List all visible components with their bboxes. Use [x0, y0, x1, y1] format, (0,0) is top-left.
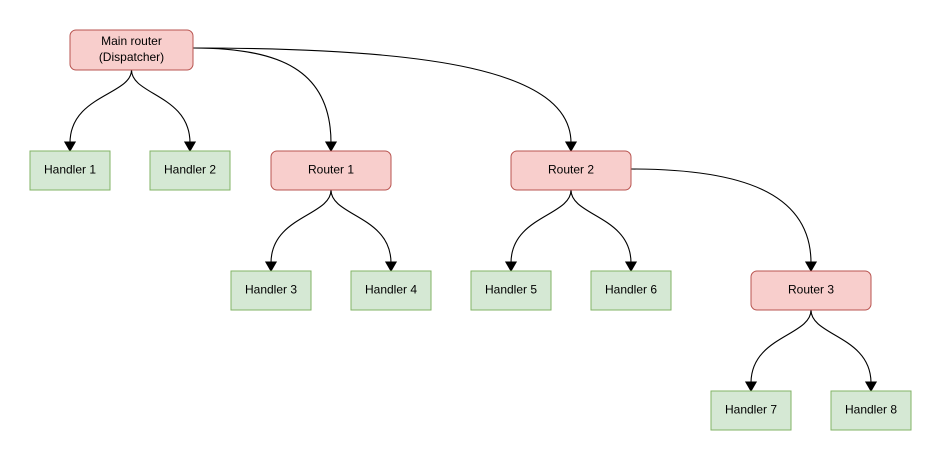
- edge-e-r1-h3[interactable]: [264, 189, 332, 272]
- edge-e-r1-h4[interactable]: [330, 189, 398, 272]
- edge-arrowhead-icon: [384, 261, 398, 272]
- edge-arrowhead-icon: [183, 141, 197, 152]
- node-label: Handler 5: [485, 283, 537, 297]
- node-handler-1[interactable]: Handler 1: [29, 150, 111, 191]
- edge-line: [750, 309, 812, 384]
- node-handler-6[interactable]: Handler 6: [590, 270, 672, 311]
- node-shape: [470, 270, 552, 311]
- node-shape: [29, 150, 111, 191]
- node-handler-3[interactable]: Handler 3: [230, 270, 312, 311]
- edge-e-r3-h8[interactable]: [810, 309, 878, 392]
- node-shape: [710, 390, 792, 431]
- edge-e-main-r2[interactable]: [192, 47, 578, 152]
- node-label: Handler 8: [845, 403, 897, 417]
- edge-arrowhead-icon: [624, 261, 638, 272]
- node-label: Router 3: [788, 283, 834, 297]
- edge-e-main-h1[interactable]: [63, 69, 133, 152]
- node-router-1[interactable]: Router 1: [270, 150, 392, 191]
- edge-line: [510, 189, 572, 264]
- node-label-line1: Main router: [101, 34, 162, 48]
- node-label: Handler 7: [725, 403, 777, 417]
- edge-line: [192, 47, 332, 144]
- edge-e-main-h2[interactable]: [130, 69, 197, 152]
- edge-e-r2-r3[interactable]: [630, 168, 818, 272]
- edge-line: [130, 69, 191, 144]
- nodes-layer: Main router (Dispatcher) Handler 1 Handler …: [29, 29, 912, 431]
- edge-e-r2-h6[interactable]: [570, 189, 638, 272]
- node-label: Handler 1: [44, 163, 96, 177]
- edge-e-r3-h7[interactable]: [744, 309, 812, 392]
- node-main-router[interactable]: Main router (Dispatcher): [69, 29, 194, 71]
- node-label: Handler 3: [245, 283, 297, 297]
- node-handler-5[interactable]: Handler 5: [470, 270, 552, 311]
- edge-line: [69, 69, 133, 144]
- node-label: Router 2: [548, 163, 594, 177]
- node-shape: [69, 29, 194, 71]
- node-shape: [750, 270, 872, 311]
- node-shape: [149, 150, 231, 191]
- node-router-2[interactable]: Router 2: [510, 150, 632, 191]
- edge-arrowhead-icon: [504, 261, 518, 272]
- node-label-line2: (Dispatcher): [99, 50, 164, 64]
- edge-line: [810, 309, 872, 384]
- edge-line: [192, 47, 572, 144]
- node-label: Handler 2: [164, 163, 216, 177]
- edge-arrowhead-icon: [564, 141, 578, 152]
- node-shape: [510, 150, 632, 191]
- edge-e-r2-h5[interactable]: [504, 189, 572, 272]
- edges-layer: [63, 47, 878, 392]
- node-shape: [230, 270, 312, 311]
- edge-arrowhead-icon: [804, 261, 818, 272]
- edge-arrowhead-icon: [324, 141, 338, 152]
- edge-line: [570, 189, 632, 264]
- node-shape: [270, 150, 392, 191]
- node-handler-2[interactable]: Handler 2: [149, 150, 231, 191]
- edge-line: [330, 189, 392, 264]
- node-handler-7[interactable]: Handler 7: [710, 390, 792, 431]
- edge-arrowhead-icon: [744, 381, 758, 392]
- edge-arrowhead-icon: [63, 141, 77, 152]
- node-label: Handler 4: [365, 283, 417, 297]
- node-router-3[interactable]: Router 3: [750, 270, 872, 311]
- node-shape: [350, 270, 432, 311]
- edge-line: [630, 168, 812, 264]
- edge-arrowhead-icon: [864, 381, 878, 392]
- node-shape: [830, 390, 912, 431]
- edge-line: [270, 189, 332, 264]
- node-handler-4[interactable]: Handler 4: [350, 270, 432, 311]
- node-label: Handler 6: [605, 283, 657, 297]
- node-label: Router 1: [308, 163, 354, 177]
- edge-e-main-r1[interactable]: [192, 47, 338, 152]
- node-handler-8[interactable]: Handler 8: [830, 390, 912, 431]
- edge-arrowhead-icon: [264, 261, 278, 272]
- node-shape: [590, 270, 672, 311]
